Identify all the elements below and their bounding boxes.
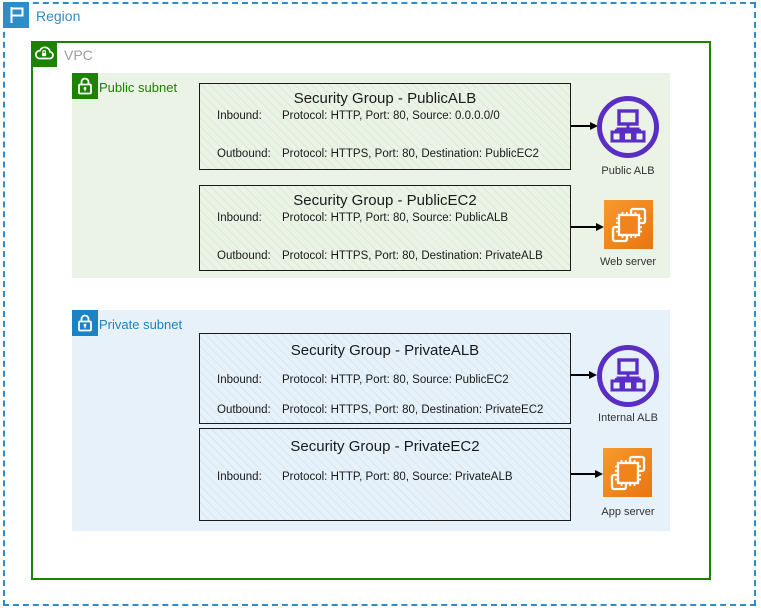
security-group-box-privateec2: Security Group - PrivateEC2 Inbound: Pro… [199, 428, 571, 521]
load-balancer-icon [597, 345, 659, 407]
load-balancer-icon [597, 96, 659, 158]
rule-direction-label: Inbound: [217, 110, 262, 122]
arrow-to-public-alb [571, 122, 598, 130]
rule-text: Protocol: HTTPS, Port: 80, Destination: … [282, 250, 543, 262]
security-group-rule-row: Inbound: Protocol: HTTP, Port: 80, Sourc… [217, 110, 564, 122]
public-subnet-label: Public subnet [99, 80, 178, 95]
security-group-title: Security Group - PrivateEC2 [290, 438, 480, 455]
security-group-rule-row: Outbound: Protocol: HTTPS, Port: 80, Des… [217, 148, 564, 160]
rule-text: Protocol: HTTPS, Port: 80, Destination: … [282, 404, 544, 416]
rule-text: Protocol: HTTP, Port: 80, Source: Privat… [282, 471, 513, 483]
region-flag-icon [3, 2, 29, 28]
security-group-box-publicec2: Security Group - PublicEC2 Inbound: Prot… [199, 185, 571, 271]
node-label-internal-alb: Internal ALB [598, 412, 658, 424]
security-group-rule-row: Inbound: Protocol: HTTP, Port: 80, Sourc… [217, 374, 564, 386]
public-subnet-lock-icon [72, 73, 98, 99]
security-group-box-privatealb: Security Group - PrivateALB Inbound: Pro… [199, 333, 571, 424]
vpc-label: VPC [64, 47, 93, 63]
ec2-instance-icon [604, 200, 653, 249]
private-subnet-label: Private subnet [99, 317, 183, 332]
private-subnet-lock-icon [72, 310, 98, 336]
node-label-public-alb: Public ALB [601, 165, 655, 177]
rule-text: Protocol: HTTPS, Port: 80, Destination: … [282, 148, 539, 160]
arrow-to-app-server [571, 470, 603, 478]
security-group-rule-row: Inbound: Protocol: HTTP, Port: 80, Sourc… [217, 471, 564, 483]
security-group-rule-row: Outbound: Protocol: HTTPS, Port: 80, Des… [217, 404, 564, 416]
rule-direction-label: Outbound: [217, 148, 271, 160]
security-group-rule-row: Outbound: Protocol: HTTPS, Port: 80, Des… [217, 250, 564, 262]
rule-text: Protocol: HTTP, Port: 80, Source: Public… [282, 374, 509, 386]
rule-direction-label: Inbound: [217, 471, 262, 483]
rule-text: Protocol: HTTP, Port: 80, Source: 0.0.0.… [282, 110, 500, 122]
region-container [3, 2, 756, 606]
node-label-web-server: Web server [599, 256, 657, 268]
security-group-title: Security Group - PrivateALB [290, 342, 480, 359]
rule-direction-label: Inbound: [217, 374, 262, 386]
rule-direction-label: Outbound: [217, 404, 271, 416]
rule-direction-label: Outbound: [217, 250, 271, 262]
vpc-cloud-icon [31, 41, 57, 67]
security-group-title: Security Group - PublicEC2 [293, 192, 477, 209]
node-label-app-server: App server [601, 506, 655, 518]
arrow-to-web-server [571, 223, 604, 231]
ec2-instance-icon [603, 448, 652, 497]
security-group-title: Security Group - PublicALB [293, 90, 477, 107]
region-label: Region [36, 8, 81, 24]
arrow-to-internal-alb [571, 371, 597, 379]
rule-text: Protocol: HTTP, Port: 80, Source: Public… [282, 212, 509, 224]
security-group-rule-row: Inbound: Protocol: HTTP, Port: 80, Sourc… [217, 212, 564, 224]
rule-direction-label: Inbound: [217, 212, 262, 224]
security-group-box-publicalb: Security Group - PublicALB Inbound: Prot… [199, 83, 571, 170]
